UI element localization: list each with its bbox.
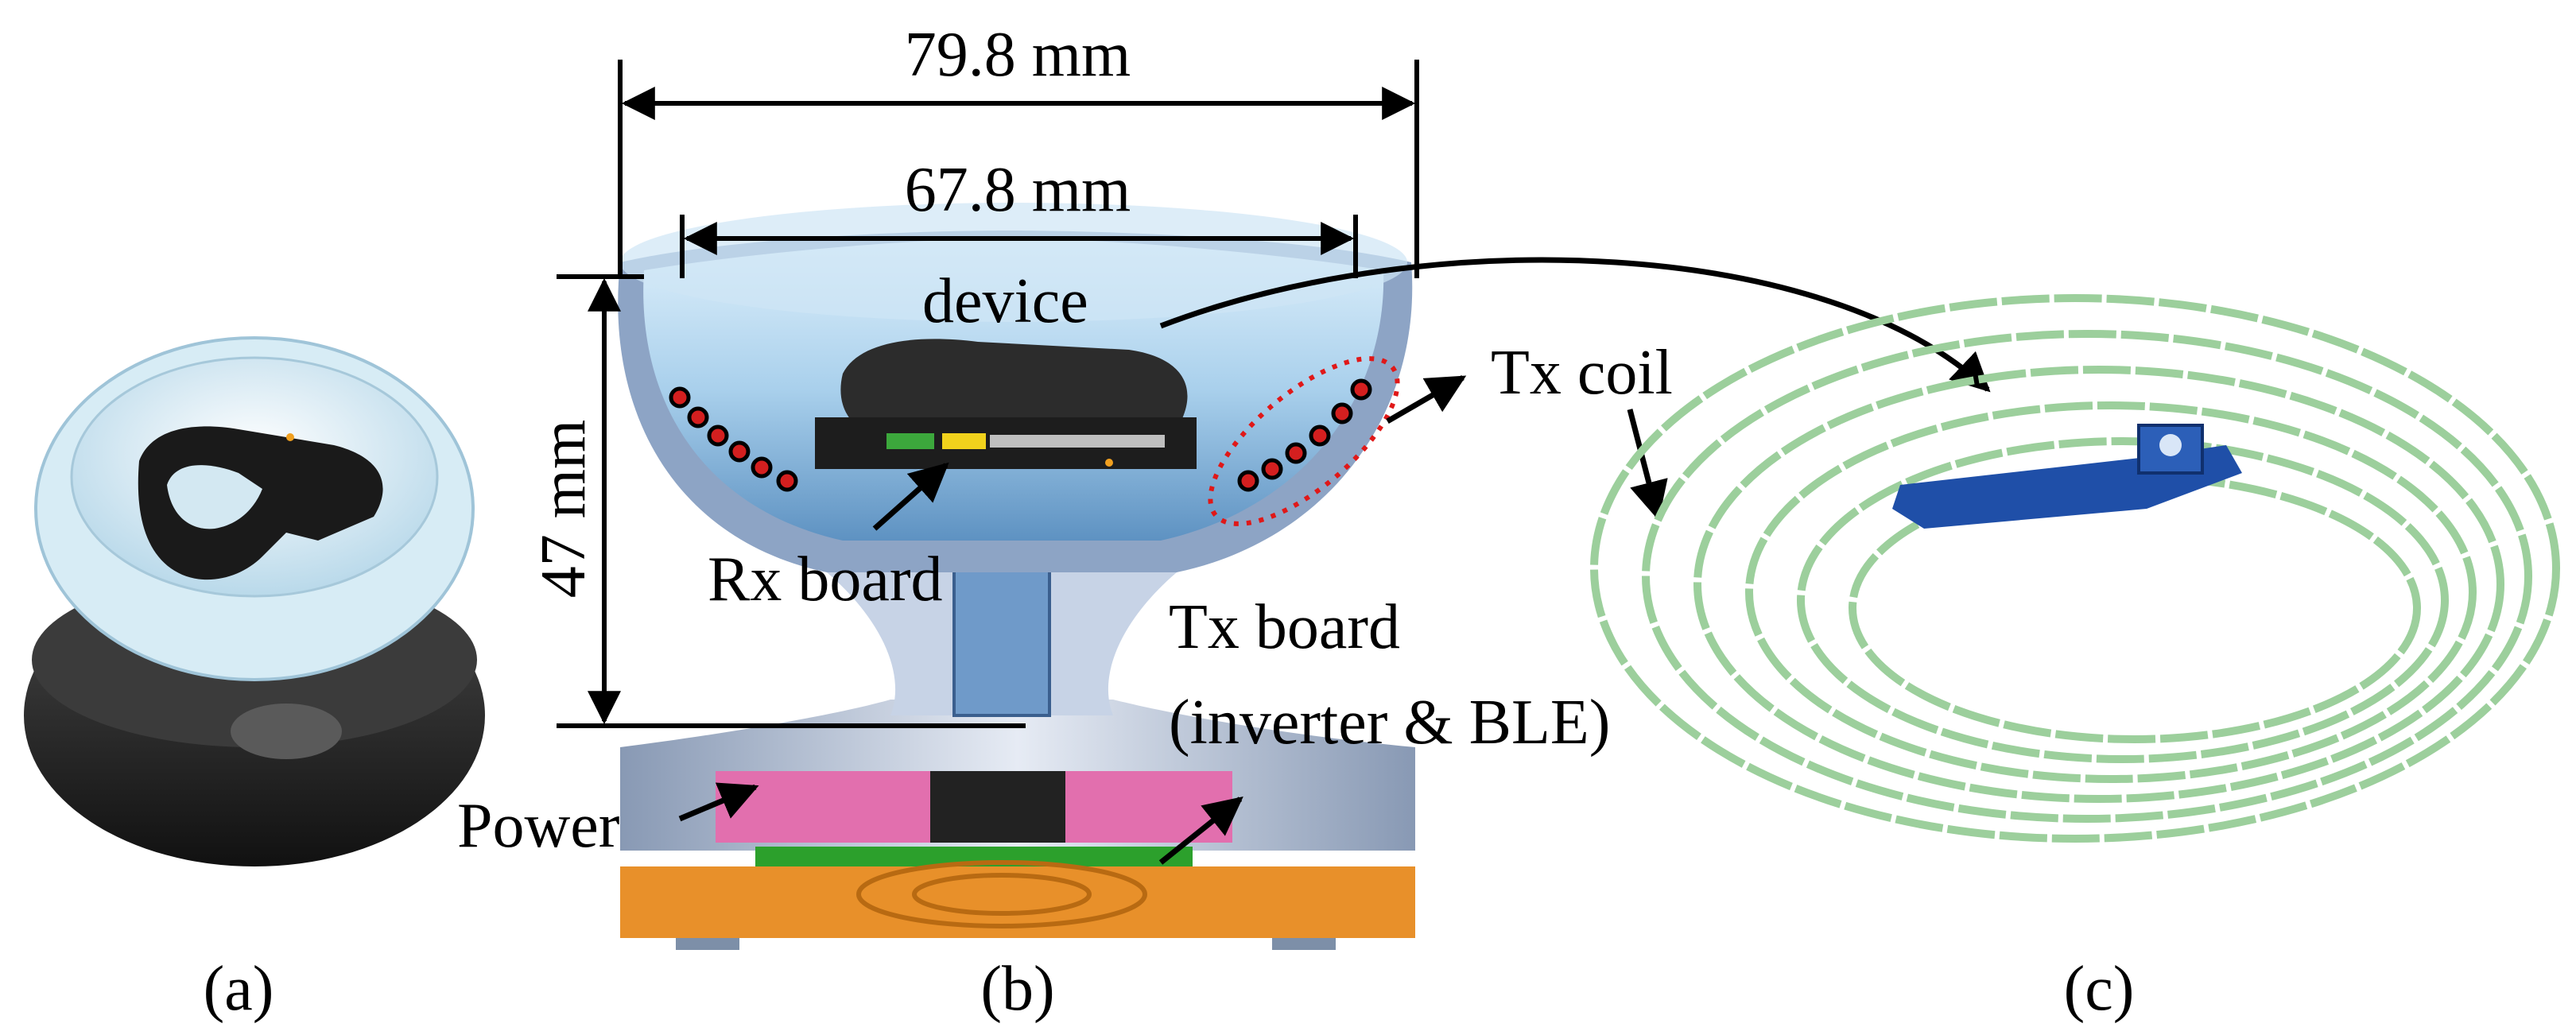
coil-dot: [707, 424, 729, 447]
inner-width-label: 67.8 mm: [905, 155, 1131, 225]
device-curve-arrow: [1159, 257, 1991, 393]
foot-right: [1272, 938, 1336, 950]
coil-turn: [1745, 401, 2477, 783]
panel-b-label: (b): [980, 954, 1054, 1024]
coil-turn: [1797, 437, 2449, 763]
outer-width-label: 79.8 mm: [905, 20, 1131, 90]
panel-b-cross-section: 79.8 mm 67.8 mm 47 mm device Tx coil Rx …: [457, 20, 1991, 950]
tx-board-label-line2: (inverter & BLE): [1169, 688, 1610, 758]
base-spiral-inner: [912, 873, 1092, 916]
coil-dot: [1237, 470, 1259, 492]
tx-coil-right-dots: [1237, 378, 1372, 492]
rx-board-yellow: [942, 433, 986, 449]
coil-dot: [751, 456, 773, 479]
panel-c-label: (c): [2064, 954, 2135, 1024]
rx-board-green: [886, 433, 934, 449]
power-arrow: [678, 782, 759, 822]
panel-a-product-render: [24, 336, 485, 866]
tx-coil-arrow: [1386, 374, 1467, 424]
base-connector: [930, 771, 1065, 843]
coil-dot: [1331, 402, 1353, 424]
coil-dot: [669, 386, 691, 409]
base-spiral: [856, 860, 1147, 928]
coil-dot: [1261, 458, 1283, 480]
coil-dot: [776, 470, 798, 492]
rx-board-arrow: [872, 462, 949, 531]
base-stem: [231, 704, 342, 759]
coil-turn: [1642, 330, 2532, 823]
power-label: Power: [457, 791, 619, 861]
tx-board-arrow: [1158, 796, 1243, 865]
tx-coil-highlight: [1208, 356, 1400, 526]
coil-turn: [1693, 366, 2504, 803]
rx-board-led: [1105, 459, 1113, 467]
coil-dot: [1309, 424, 1331, 447]
tx-coil-c-arrow: [1627, 409, 1668, 521]
coil-dot: [728, 440, 751, 463]
tx-board-label-line1: Tx board: [1169, 592, 1400, 662]
coil-dot: [687, 406, 709, 428]
rx-board-gray: [990, 435, 1165, 448]
tx-coil-left-dots: [669, 386, 798, 492]
coil-dot: [1285, 442, 1307, 464]
device-label: device: [922, 266, 1088, 336]
earpiece-device: [138, 426, 383, 580]
tx-coil-label: Tx coil: [1491, 338, 1673, 408]
pointer-arrows: [678, 257, 1991, 865]
height-label: 47 mm: [529, 420, 599, 598]
dimension-lines: [557, 60, 1419, 728]
earpiece-loop: [167, 465, 262, 529]
device-led: [286, 433, 294, 441]
rx-board-label: Rx board: [708, 545, 943, 614]
coil-dot: [1350, 378, 1372, 401]
panel-c-coil-render: [1590, 294, 2560, 843]
rx-pcb-render: [1892, 424, 2242, 529]
coil-turn: [1590, 294, 2560, 843]
foot-left: [676, 938, 739, 950]
rx-pcb-chip: [2159, 434, 2182, 456]
panel-a-label: (a): [204, 954, 274, 1024]
